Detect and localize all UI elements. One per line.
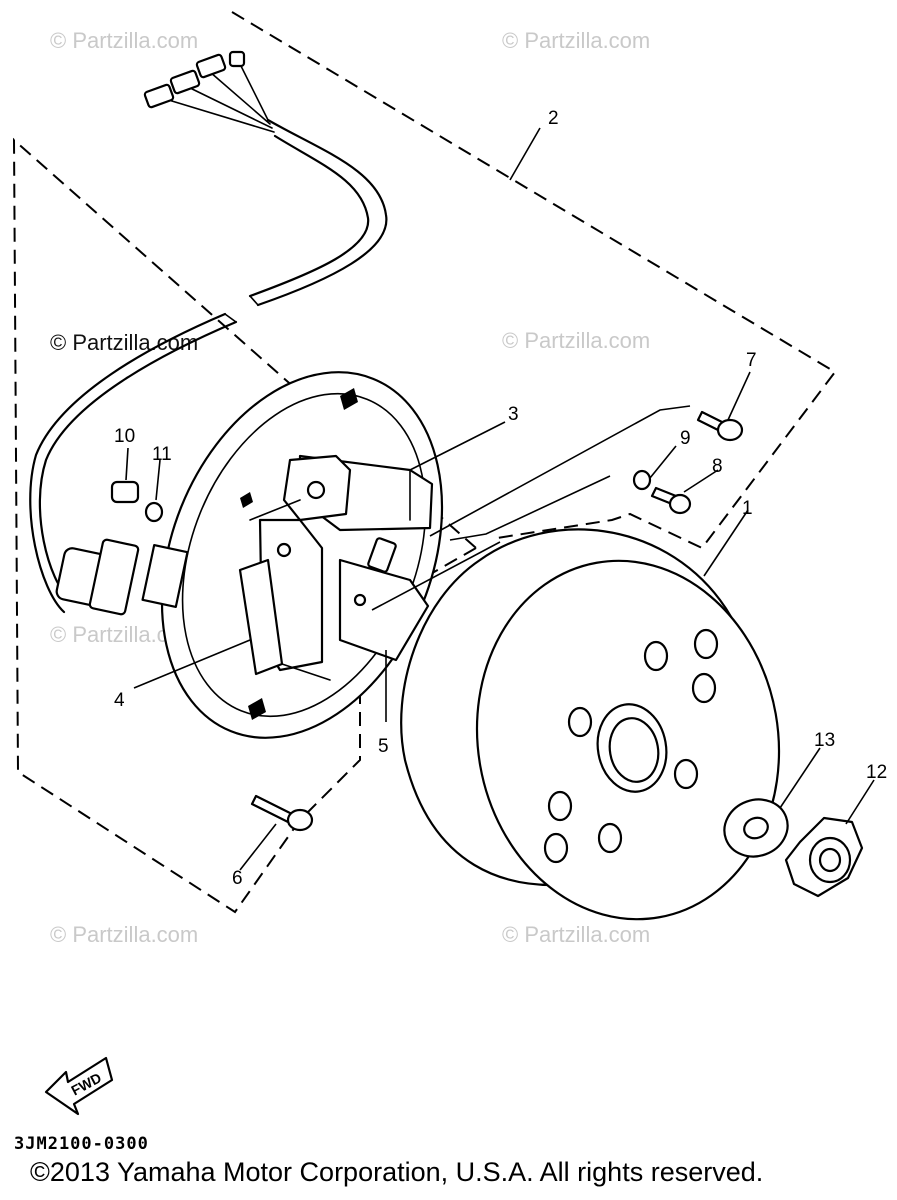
screw-7: [696, 410, 744, 442]
callout-3: 3: [508, 404, 519, 425]
diagram-code: 3JM2100-0300: [14, 1134, 149, 1154]
callout-5: 5: [378, 736, 389, 757]
part-callouts: 1 2 3 4 5 6 7 8 9 10 11 12 13: [114, 108, 887, 889]
screw-6: [250, 794, 314, 832]
washer-9: [632, 469, 652, 491]
callout-1: 1: [742, 498, 753, 519]
washer: [723, 798, 789, 858]
wire-grommet: [55, 538, 140, 616]
watermark: © Partzilla.com: [50, 28, 198, 53]
callout-11: 11: [152, 444, 172, 465]
washer-11: [144, 501, 164, 523]
callout-8: 8: [712, 456, 723, 477]
callout-13: 13: [814, 730, 835, 751]
flywheel-rotor: [400, 528, 781, 921]
callout-7: 7: [746, 350, 757, 371]
wire-harness: [29, 50, 388, 616]
watermark: © Partzilla.com: [502, 328, 650, 353]
leader-lines: [125, 127, 875, 871]
fwd-arrow-icon: FWD: [44, 1056, 114, 1116]
watermark: © Partzilla.com: [50, 922, 198, 947]
screw-8: [650, 486, 692, 515]
callout-2: 2: [548, 108, 559, 129]
watermark: © Partzilla.com: [502, 28, 650, 53]
flange-nut: [784, 816, 864, 898]
watermark: © Partzilla.com: [50, 330, 198, 355]
lighting-coil: [238, 499, 331, 681]
pickup-coil: [282, 454, 434, 532]
callout-4: 4: [114, 690, 125, 711]
charge-coil: [338, 537, 430, 662]
stator-assembly: [141, 371, 444, 739]
callout-10: 10: [114, 426, 135, 447]
callout-9: 9: [680, 428, 691, 449]
rotor-holes: [543, 628, 719, 864]
callout-6: 6: [232, 868, 243, 889]
screw-10: [110, 480, 140, 504]
connector-terminals: [143, 50, 246, 109]
callout-12: 12: [866, 762, 887, 783]
watermark: © Partzilla.com: [502, 922, 650, 947]
copyright-notice: ©2013 Yamaha Motor Corporation, U.S.A. A…: [30, 1157, 764, 1187]
